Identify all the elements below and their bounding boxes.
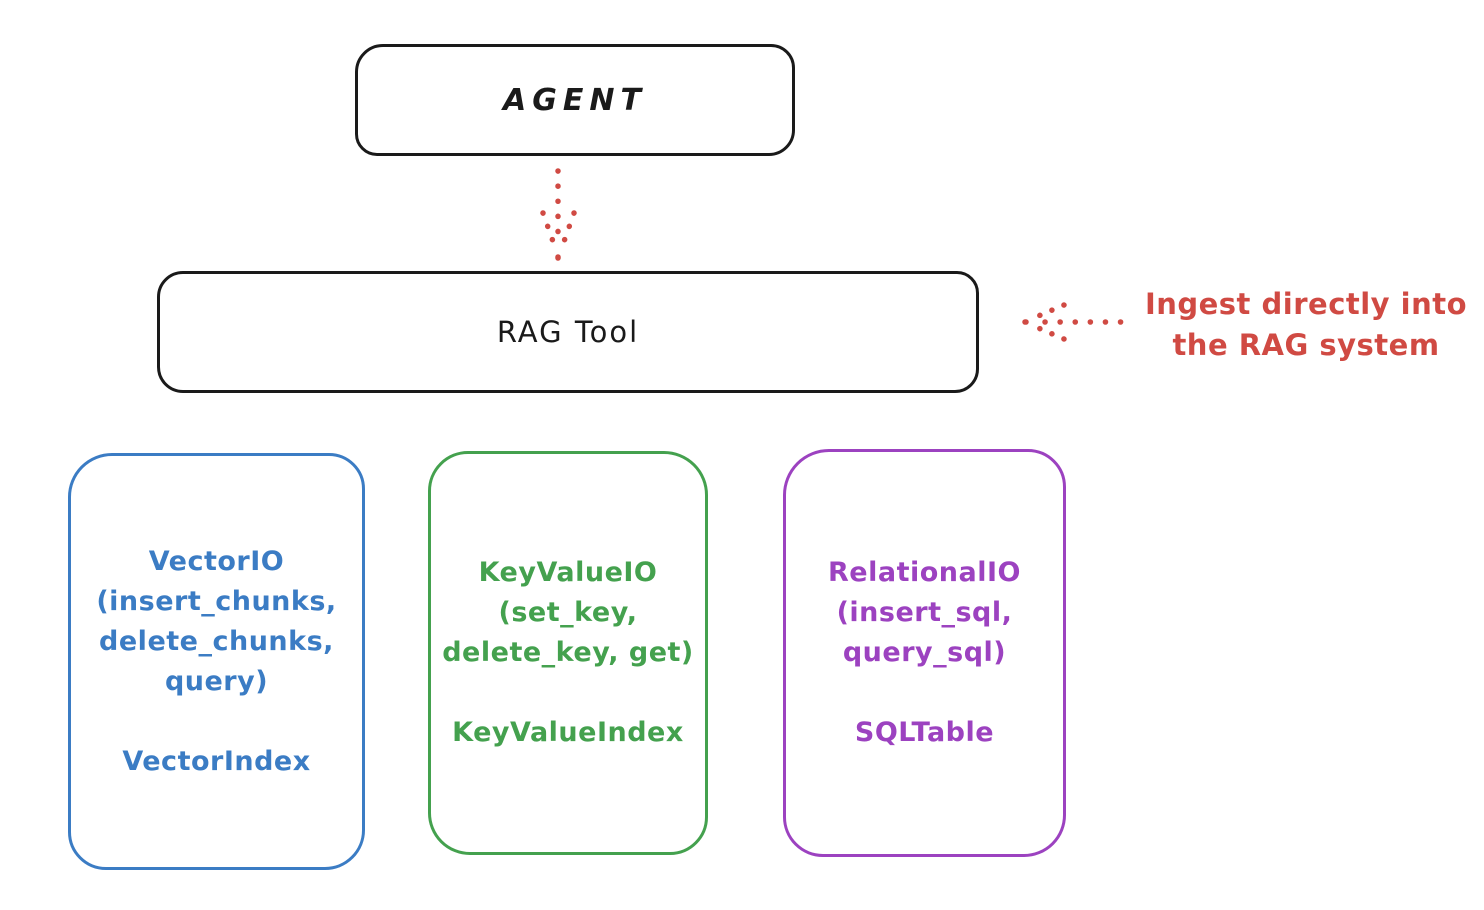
relational-io-label: RelationalIO (insert_sql, query_sql) SQL… — [828, 553, 1021, 753]
vector-io-title: VectorIO — [148, 545, 285, 577]
sql-table-label: SQLTable — [854, 717, 995, 748]
relational-io-node: RelationalIO (insert_sql, query_sql) SQL… — [783, 449, 1066, 857]
vector-io-node: VectorIO (insert_chunks, delete_chunks, … — [68, 453, 365, 870]
agent-label: AGENT — [503, 82, 647, 118]
ingest-annotation: Ingest directly into the RAG system — [1138, 284, 1474, 366]
agent-to-rag-arrow — [540, 168, 577, 261]
vector-io-label: VectorIO (insert_chunks, delete_chunks, … — [96, 542, 336, 782]
keyvalue-io-methods-line1: (set_key, — [498, 597, 638, 628]
keyvalue-index-label: KeyValueIndex — [452, 717, 684, 748]
rag-tool-label: RAG Tool — [496, 315, 640, 349]
vector-io-methods-line1: (insert_chunks, — [96, 585, 337, 617]
keyvalue-io-label: KeyValueIO (set_key, delete_key, get) Ke… — [442, 553, 694, 753]
rag-tool-node: RAG Tool — [157, 271, 979, 393]
keyvalue-io-title: KeyValueIO — [478, 557, 658, 588]
relational-io-methods-line1: (insert_sql, — [836, 597, 1013, 628]
vector-index-label: VectorIndex — [122, 745, 311, 777]
keyvalue-io-node: KeyValueIO (set_key, delete_key, get) Ke… — [428, 451, 708, 855]
vector-io-methods-line3: query) — [164, 665, 269, 697]
relational-io-title: RelationalIO — [828, 557, 1021, 588]
vector-io-methods-line2: delete_chunks, — [99, 625, 334, 657]
keyvalue-io-methods-line2: delete_key, get) — [442, 637, 694, 668]
agent-node: AGENT — [355, 44, 795, 156]
annotation-to-rag-arrow — [1022, 302, 1135, 342]
ingest-annotation-line2: the RAG system — [1172, 328, 1440, 362]
ingest-annotation-line1: Ingest directly into — [1144, 287, 1468, 321]
relational-io-methods-line2: query_sql) — [842, 637, 1007, 668]
